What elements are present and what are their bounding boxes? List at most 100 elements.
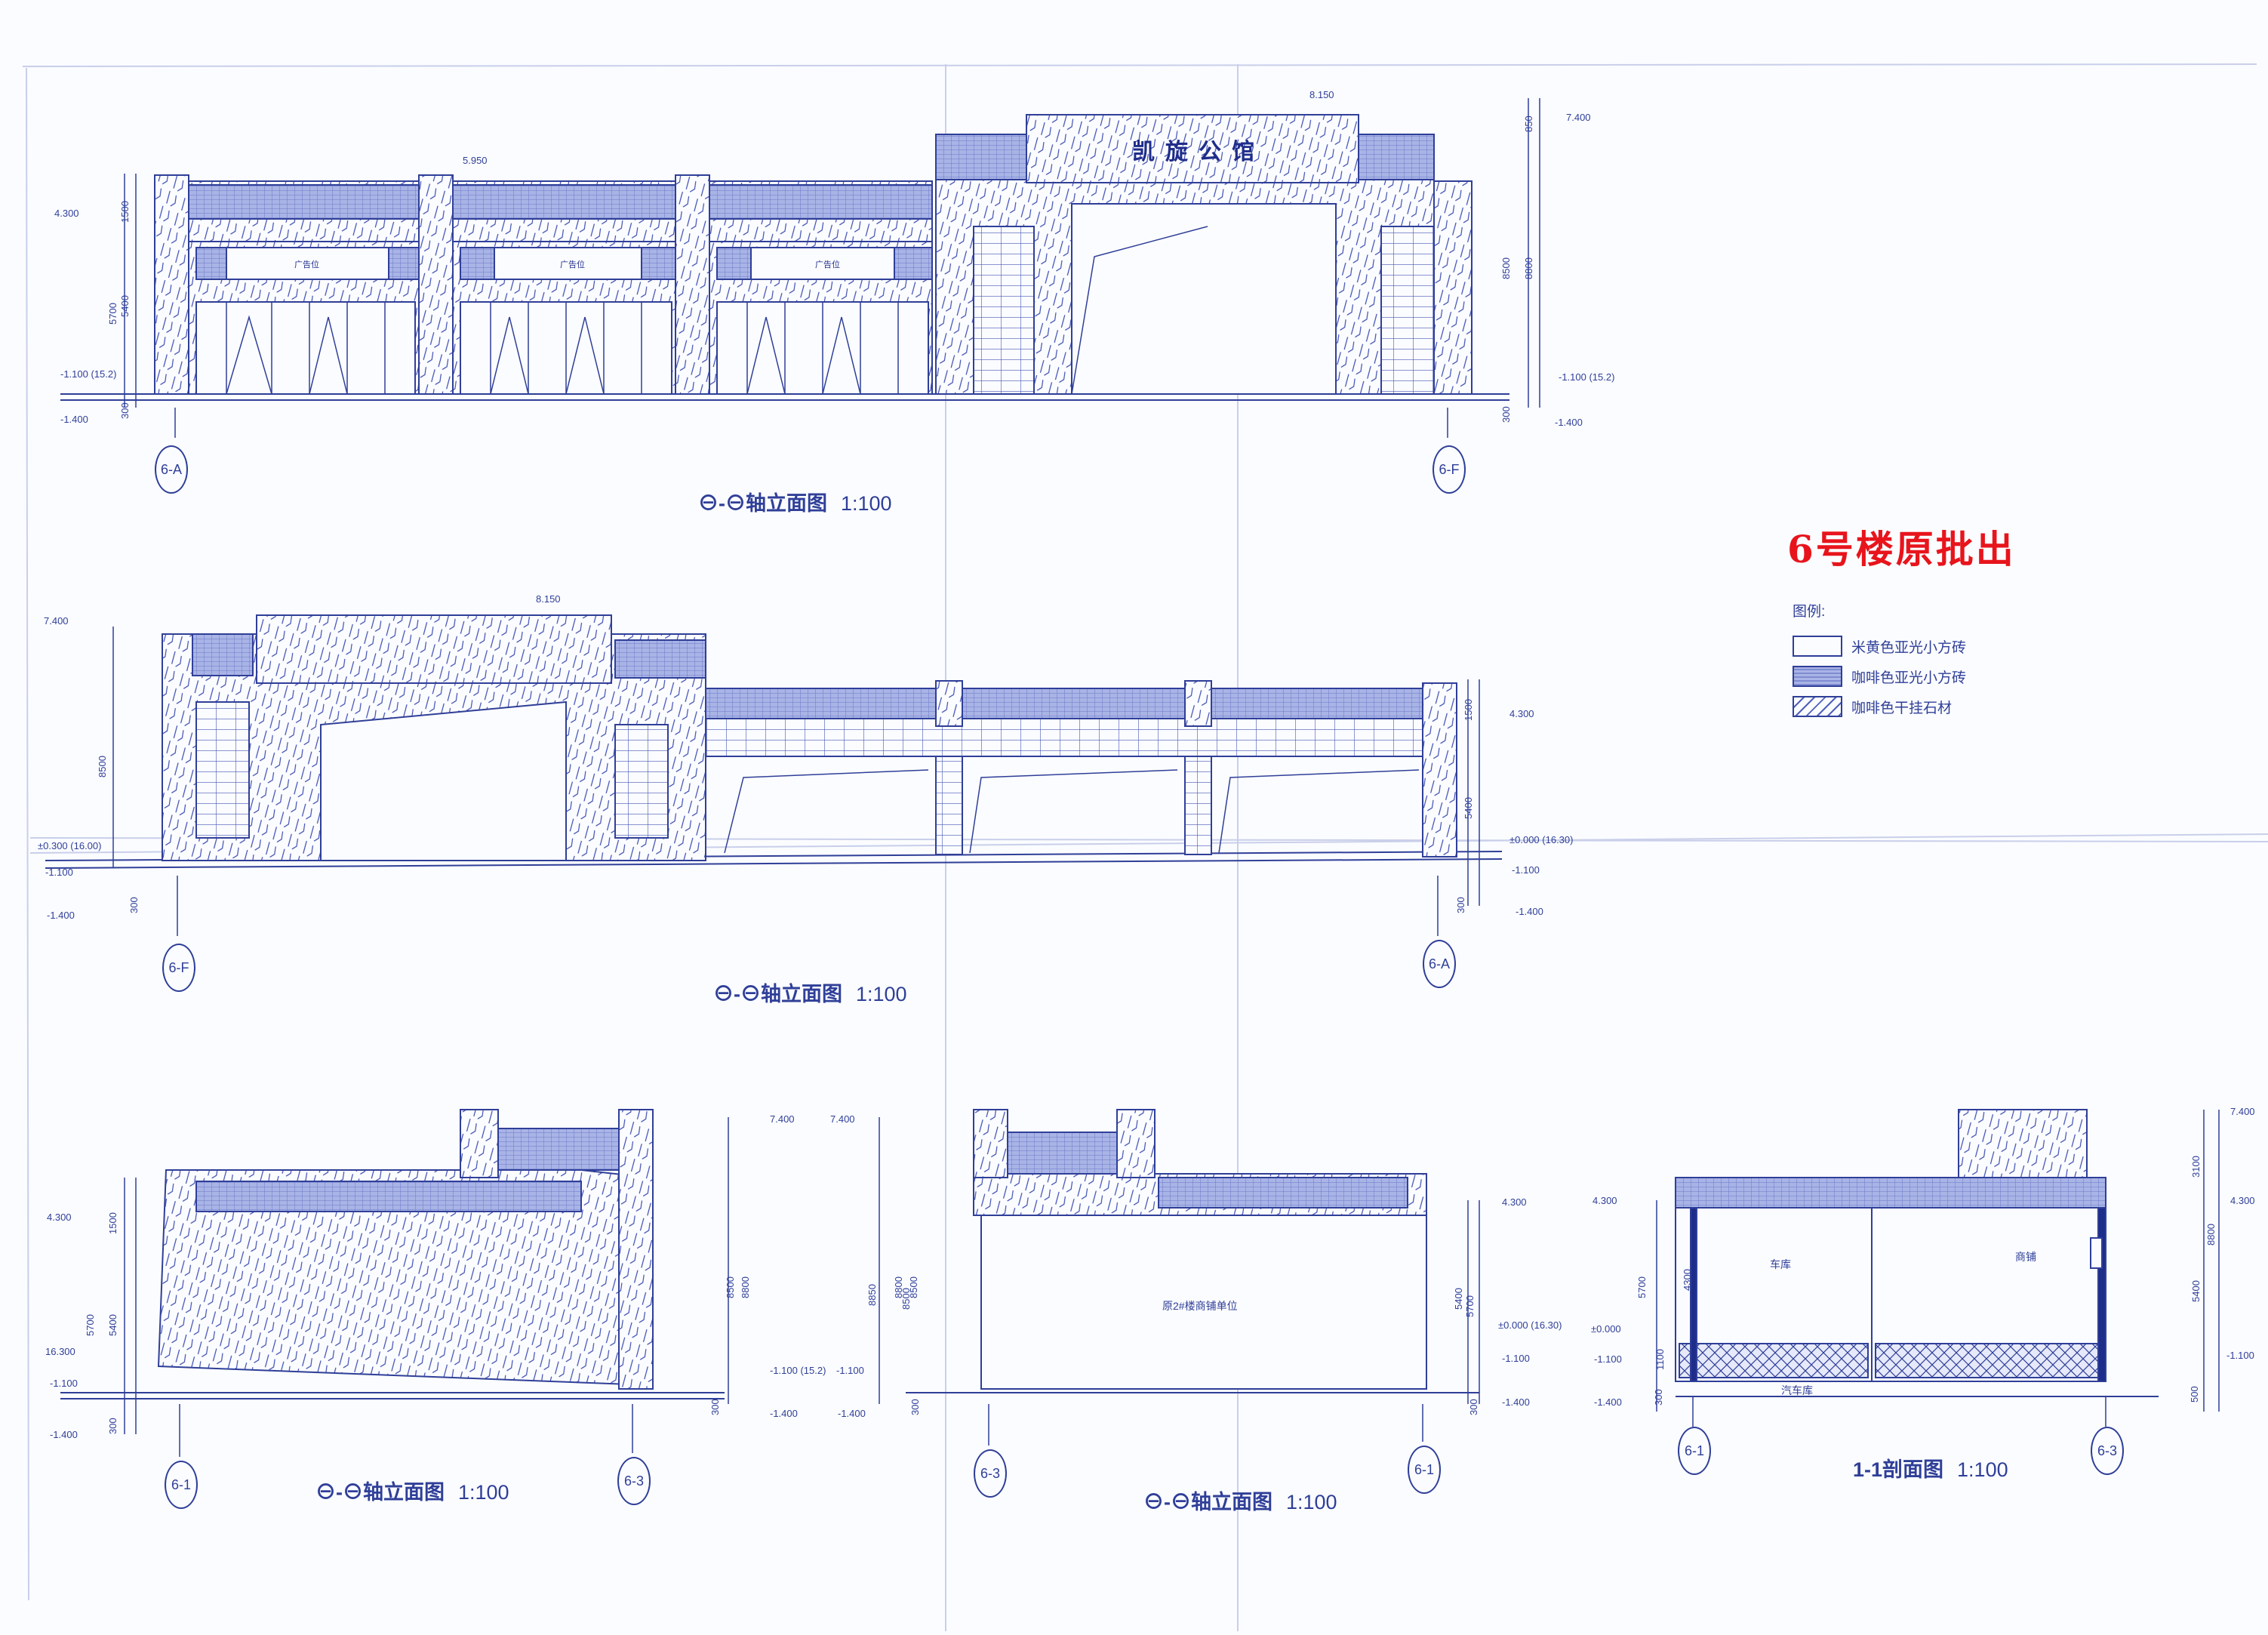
level-label: -1.400 — [1502, 1396, 1530, 1408]
dimension-text: 300 — [709, 1399, 721, 1415]
level-label: 16.300 — [45, 1346, 75, 1357]
axis-marker: 6-F — [1433, 445, 1466, 494]
room-label: 原2#楼商铺单位 — [1162, 1300, 1238, 1312]
level-label: 4.300 — [1502, 1196, 1527, 1208]
dimension-text: 5700 — [1636, 1276, 1648, 1298]
dimension-text: 1500 — [119, 201, 131, 223]
level-label: 4.300 — [1593, 1195, 1617, 1206]
legend-item: 咖啡色亚光小方砖 — [1793, 661, 1966, 691]
dimension-text: 8500 — [900, 1288, 912, 1310]
axis-marker: 6-3 — [974, 1449, 1007, 1498]
stone-hatch-swatch-icon — [1793, 696, 1842, 717]
axis-marker: 6-1 — [1408, 1446, 1441, 1494]
level-label: ±0.300 (16.00) — [38, 840, 102, 851]
axis-marker: 6-A — [155, 445, 188, 494]
dimension-text: 300 — [1653, 1389, 1664, 1406]
sign-lettering: 凯旋公馆 — [1132, 140, 1265, 165]
level-label: -1.400 — [1555, 417, 1583, 428]
dimension-text: 1500 — [1463, 699, 1474, 721]
dimension-text: 4300 — [1682, 1269, 1693, 1291]
level-label: 4.300 — [54, 208, 79, 219]
level-label: -1.400 — [1516, 906, 1543, 917]
legend: 图例: 米黄色亚光小方砖 咖啡色亚光小方砖 咖啡色干挂石材 — [1793, 600, 1966, 722]
level-label: 5.950 — [463, 155, 488, 166]
grid-swatch-icon — [1793, 666, 1842, 687]
level-label: -1.100 — [45, 867, 73, 878]
axis-marker: 6-F — [162, 944, 195, 992]
plain-swatch-icon — [1793, 636, 1842, 657]
level-label: -1.100 (15.2) — [770, 1365, 826, 1376]
dimension-text: 1100 — [1654, 1349, 1666, 1370]
axis-marker: 6-1 — [165, 1461, 198, 1509]
room-label: 商铺 — [2015, 1251, 2036, 1263]
dimension-text: 5700 — [1464, 1295, 1476, 1317]
dimension-text: 8500 — [97, 756, 108, 777]
dimension-text: 300 — [909, 1399, 921, 1415]
level-label: -1.100 — [1594, 1353, 1622, 1365]
level-label: -1.100 — [50, 1378, 78, 1389]
room-label: 车库 — [1770, 1258, 1791, 1270]
dimension-text: 300 — [1455, 897, 1466, 913]
axis-marker: 6-3 — [617, 1457, 651, 1505]
level-label: 7.400 — [44, 615, 69, 627]
ad-board-label: 广告位 — [560, 260, 585, 269]
approval-note: 6号楼原批出 — [1787, 527, 2016, 571]
level-label: 7.400 — [830, 1113, 855, 1125]
level-label: -1.100 — [836, 1365, 864, 1376]
level-label: -1.100 — [1512, 864, 1540, 876]
dimension-text: 5700 — [85, 1314, 96, 1336]
dimension-text: 5400 — [2190, 1280, 2202, 1302]
level-label: -1.400 — [838, 1408, 866, 1419]
level-label: -1.100 (15.2) — [1559, 371, 1615, 383]
level-label: -1.400 — [1594, 1396, 1622, 1408]
ad-board-label: 广告位 — [815, 260, 840, 269]
legend-title: 图例: — [1793, 604, 1826, 620]
dimension-text: 8500 — [1500, 257, 1512, 279]
dimension-text: 300 — [128, 897, 140, 913]
dimension-text: 850 — [1523, 115, 1534, 132]
level-label: 8.150 — [1309, 89, 1334, 100]
level-label: -1.400 — [47, 910, 75, 921]
dimension-text: 8800 — [2205, 1224, 2217, 1245]
ad-board-label: 广告位 — [294, 260, 319, 269]
legend-item-label: 咖啡色干挂石材 — [1851, 700, 1953, 716]
dimension-text: 300 — [107, 1418, 118, 1434]
dimension-text: 1500 — [107, 1212, 118, 1234]
level-label: 8.150 — [536, 593, 561, 605]
level-label: ±0.000 (16.30) — [1509, 834, 1574, 845]
dimension-text: 300 — [119, 402, 131, 419]
level-label: -1.400 — [770, 1408, 798, 1419]
level-label: ±0.000 — [1591, 1323, 1621, 1335]
axis-marker: 6-A — [1423, 940, 1456, 988]
level-label: 4.300 — [47, 1212, 72, 1223]
legend-item-label: 咖啡色亚光小方砖 — [1851, 670, 1967, 686]
axis-marker: 6-1 — [1678, 1427, 1711, 1475]
level-label: -1.100 — [1502, 1353, 1530, 1364]
dimension-text: 5400 — [119, 295, 131, 317]
dimension-text: 5700 — [107, 303, 118, 325]
level-label: -1.400 — [50, 1429, 78, 1440]
legend-item: 咖啡色干挂石材 — [1793, 691, 1966, 722]
dimension-text: 8800 — [740, 1276, 751, 1298]
level-label: 7.400 — [1566, 112, 1591, 123]
level-label: -1.100 (15.2) — [60, 368, 117, 380]
dimension-text: 5400 — [1453, 1288, 1464, 1310]
level-label: ±0.000 (16.30) — [1498, 1319, 1562, 1331]
level-label: 7.400 — [2230, 1106, 2255, 1117]
dimension-text: 8850 — [866, 1284, 878, 1306]
dimension-text: 3100 — [2190, 1156, 2202, 1178]
dimension-text: 300 — [1468, 1399, 1479, 1415]
level-label: 4.300 — [2230, 1195, 2255, 1206]
legend-item: 米黄色亚光小方砖 — [1793, 631, 1966, 661]
dimension-text: 5400 — [107, 1314, 118, 1336]
level-label: -1.400 — [60, 414, 88, 425]
room-label: 汽车库 — [1781, 1384, 1813, 1396]
level-label: 4.300 — [1509, 708, 1534, 719]
